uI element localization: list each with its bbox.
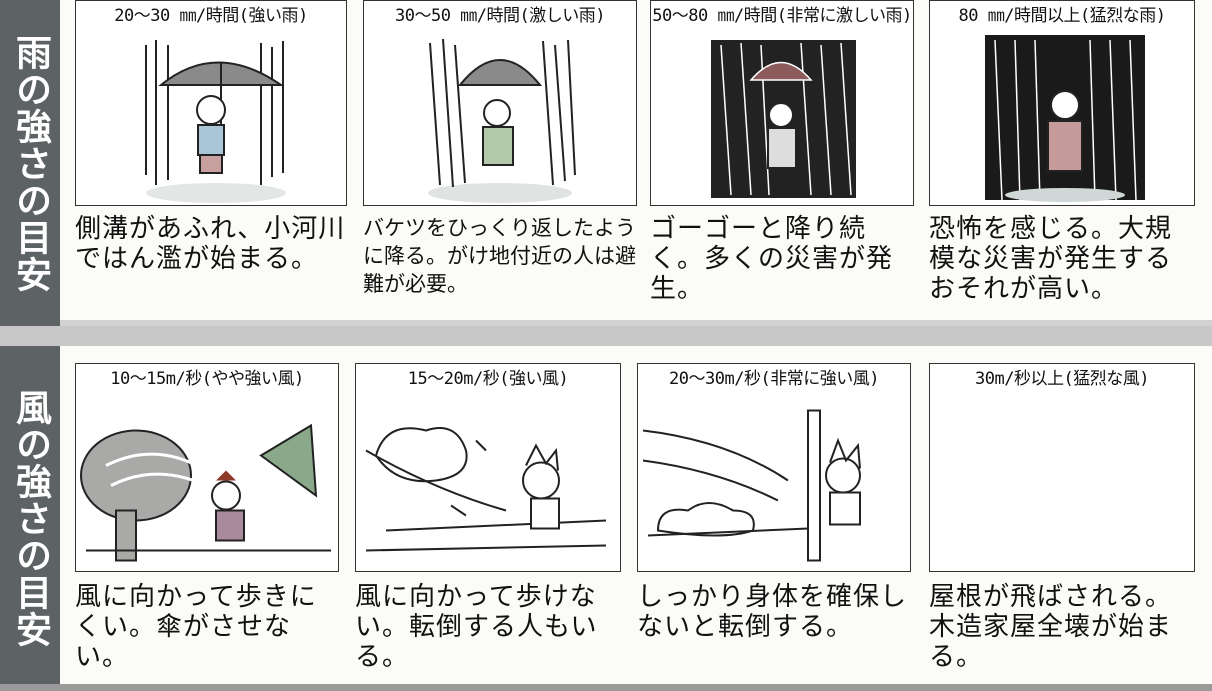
wind-card-3-description: しっかり身体を確保しないと転倒する。 xyxy=(637,582,908,642)
rain-card-4-caption: 80 ㎜/時間以上(猛烈な雨) xyxy=(958,6,1166,26)
wind-card-1-frame: 10～15m/秒(やや強い風) xyxy=(75,363,339,572)
rain-card-2-frame: 30～50 ㎜/時間(激しい雨) xyxy=(363,0,637,206)
rain-card-2-caption: 30～50 ㎜/時間(激しい雨) xyxy=(395,6,605,26)
wind-section: 風の強さの目安 10～15m/秒(やや強い風) 風に向かって歩きにくい。傘がさ xyxy=(0,346,1212,691)
wind-card-4: 30m/秒以上(猛烈な風) 屋根が飛ばされる。木造家屋全壊が始まる。 xyxy=(929,363,1195,683)
rain-card-3-description: ゴーゴーと降り続く。多くの災害が発生。 xyxy=(650,214,894,304)
rain-card-1-caption: 20～30 ㎜/時間(強い雨) xyxy=(114,6,308,26)
section-divider xyxy=(0,326,1212,346)
child-in-torrential-rain-icon xyxy=(930,35,1194,205)
wind-card-2-frame: 15～20m/秒(強い風) xyxy=(355,363,621,572)
wind-card-3: 20～30m/秒(非常に強い風) しっかり身体を確保しないと転倒する。 xyxy=(637,363,911,683)
rain-card-2-description: バケツをひっくり返したように降る。がけ地付近の人は避難が必要。 xyxy=(363,216,636,296)
wind-card-1-description: 風に向かって歩きにくい。傘がさせない。 xyxy=(75,582,317,672)
rain-section-title: 雨の強さの目安 xyxy=(10,33,51,293)
rain-card-3: 50～80 ㎜/時間(非常に激しい雨) ゴーゴーと降り続く。多くの災害が発生。 xyxy=(650,0,914,326)
child-with-umbrella-in-heavy-rain-icon xyxy=(76,35,346,205)
wind-card-4-frame: 30m/秒以上(猛烈な風) xyxy=(929,363,1195,572)
child-with-broken-umbrella-in-wind-icon xyxy=(76,400,338,571)
rain-card-1-frame: 20～30 ㎜/時間(強い雨) xyxy=(75,0,347,206)
wind-card-2-description: 風に向かって歩けない。転倒する人もいる。 xyxy=(355,582,598,672)
child-with-umbrella-in-intense-rain-icon xyxy=(364,35,636,205)
child-holding-pole-in-strong-wind-icon xyxy=(638,400,910,571)
wind-section-label: 風の強さの目安 xyxy=(0,346,60,691)
wind-card-4-caption: 30m/秒以上(猛烈な風) xyxy=(975,369,1149,389)
wind-card-3-frame: 20～30m/秒(非常に強い風) xyxy=(637,363,911,572)
rain-card-3-caption: 50～80 ㎜/時間(非常に激しい雨) xyxy=(652,6,912,26)
child-struggling-against-wind-icon xyxy=(356,400,620,571)
wind-card-1-caption: 10～15m/秒(やや強い風) xyxy=(110,369,304,389)
rain-card-4: 80 ㎜/時間以上(猛烈な雨) 恐怖を感じる。大規模な災害が発生するおそれが高い… xyxy=(929,0,1195,326)
wind-card-2-caption: 15～20m/秒(強い風) xyxy=(407,369,569,389)
rain-card-4-description: 恐怖を感じる。大規模な災害が発生するおそれが高い。 xyxy=(929,214,1173,304)
rain-card-1-description: 側溝があふれ、小河川ではん濫が始まる。 xyxy=(75,214,346,274)
rain-section: 雨の強さの目安 20～30 ㎜/時間(強い雨) 側溝があふれ、小河川ではん xyxy=(0,0,1212,326)
rain-card-3-frame: 50～80 ㎜/時間(非常に激しい雨) xyxy=(650,0,914,206)
wind-section-title: 風の強さの目安 xyxy=(10,389,51,648)
child-with-umbrella-in-very-intense-rain-icon xyxy=(651,35,913,205)
wind-card-2: 15～20m/秒(強い風) 風に向かって歩けない。転倒する人もいる。 xyxy=(355,363,621,683)
wind-card-1: 10～15m/秒(やや強い風) 風に向かって歩きにくい。傘がさせない。 xyxy=(75,363,339,683)
wind-card-4-description: 屋根が飛ばされる。木造家屋全壊が始まる。 xyxy=(929,582,1173,672)
rain-card-4-frame: 80 ㎜/時間以上(猛烈な雨) xyxy=(929,0,1195,206)
rain-section-label: 雨の強さの目安 xyxy=(0,0,60,326)
wind-card-3-caption: 20～30m/秒(非常に強い風) xyxy=(669,369,879,389)
bottom-border xyxy=(0,684,1212,691)
rain-card-1: 20～30 ㎜/時間(強い雨) 側溝があふれ、小河川ではん濫が始まる。 xyxy=(75,0,347,326)
rain-card-2: 30～50 ㎜/時間(激しい雨) バケツをひっくり返したように降る。がけ地付近の… xyxy=(363,0,637,326)
